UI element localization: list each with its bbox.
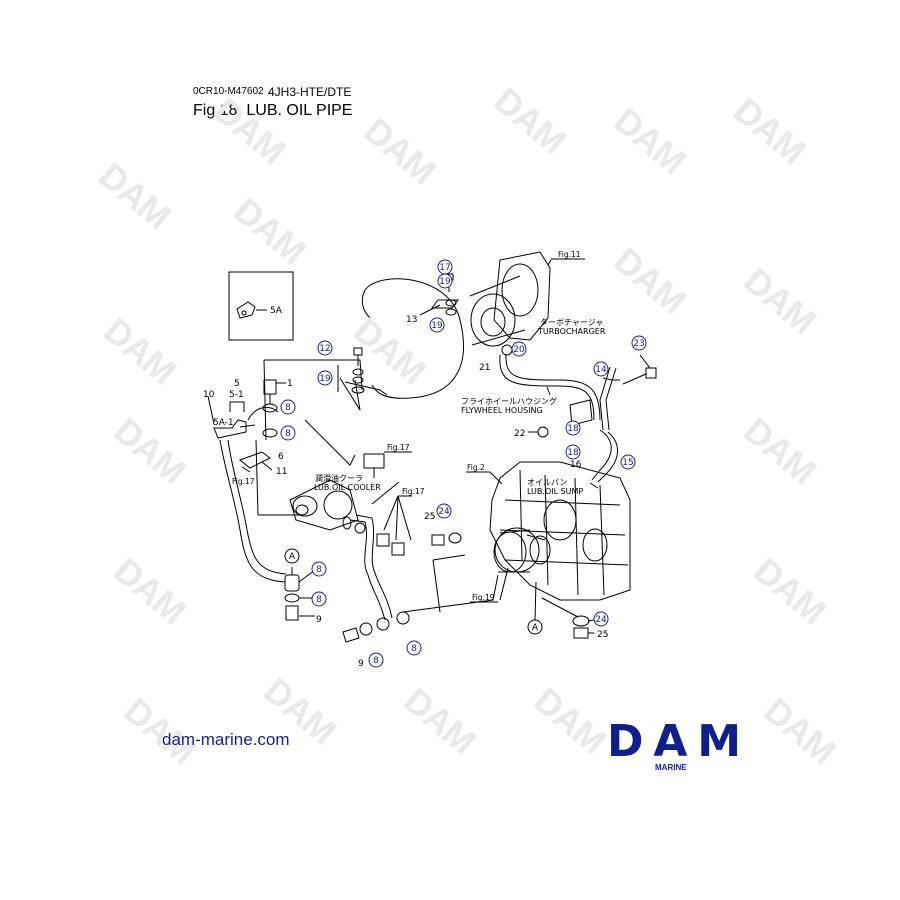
fig-ref-17c: Fig.17	[402, 487, 425, 496]
callout-8f: 8	[406, 640, 422, 656]
callout-19c: 19	[317, 370, 333, 386]
figure-title: Fig.18. LUB. OIL PIPE	[193, 102, 353, 119]
callout-8e: 8	[368, 652, 384, 668]
fig-ref-11: Fig.11	[558, 250, 581, 259]
svg-text:14: 14	[595, 365, 607, 375]
turbocharger-jp-label: ターボチャージャ	[540, 318, 603, 327]
svg-text:8: 8	[373, 656, 379, 666]
callout-18a: 18	[565, 420, 581, 436]
flywheel-housing-label: FLYWHEEL HOUSING	[461, 406, 543, 415]
part-5a-1: 5A-1	[213, 418, 234, 428]
callout-20: 20	[511, 341, 527, 357]
oil-filter	[493, 527, 546, 573]
svg-text:23: 23	[633, 339, 644, 349]
svg-text:8: 8	[285, 403, 291, 413]
fig-ref-19: Fig.19	[472, 593, 495, 602]
callout-24b: 24	[593, 611, 609, 627]
svg-text:19: 19	[431, 321, 443, 331]
callout-18b: 18	[565, 444, 581, 460]
callout-14: 14	[593, 361, 609, 377]
svg-text:8: 8	[285, 429, 291, 439]
svg-text:24: 24	[438, 507, 450, 517]
turbocharger-label: TURBOCHARGER	[537, 327, 606, 336]
part-5: 5	[234, 379, 240, 389]
svg-text:17: 17	[439, 263, 450, 273]
part-25b: 25	[597, 630, 608, 640]
bracket-5a	[236, 301, 256, 319]
pipe-left	[219, 439, 286, 583]
svg-text:15: 15	[622, 458, 633, 468]
callout-8d: 8	[311, 591, 327, 607]
oil-sump-label: LUB.OIL SUMP	[527, 487, 583, 496]
callout-8a: 8	[280, 399, 296, 415]
svg-text:24: 24	[595, 615, 607, 625]
svg-text:19: 19	[439, 277, 451, 287]
svg-text:12: 12	[319, 344, 330, 354]
svg-text:A: A	[289, 552, 296, 562]
inset-box-5a	[228, 271, 294, 341]
part-13: 13	[406, 315, 417, 325]
callout-a-left: A	[284, 548, 300, 564]
callout-24a: 24	[436, 503, 452, 519]
part-21: 21	[479, 363, 490, 373]
svg-text:19: 19	[319, 374, 331, 384]
svg-text:18: 18	[567, 424, 579, 434]
engine-block	[489, 461, 631, 601]
part-6: 6	[278, 452, 284, 462]
oil-sump-jp-label: オイルパン	[527, 478, 567, 487]
svg-text:8: 8	[316, 565, 322, 575]
oil-cooler-jp-label: 潤滑油クーラ	[315, 473, 363, 483]
svg-text:20: 20	[513, 345, 525, 355]
engine-model: 4JH3-HTE/DTE	[268, 85, 352, 99]
part-5a: 5A	[270, 306, 283, 316]
callout-17: 17	[437, 259, 453, 275]
logo-wordmark: DAM	[607, 720, 739, 767]
part-1: 1	[287, 379, 293, 389]
part-25: 25	[424, 512, 435, 522]
fig-ref-2: Fig.2	[467, 463, 485, 472]
fig-ref-17a: Fig.17	[387, 443, 410, 452]
callout-8b: 8	[280, 425, 296, 441]
callout-19a: 19	[437, 273, 453, 289]
svg-text:18: 18	[567, 448, 579, 458]
svg-text:8: 8	[316, 595, 322, 605]
part-16: 16	[570, 460, 582, 470]
part-5-1: 5-1	[229, 390, 244, 400]
part-10: 10	[203, 390, 215, 400]
part-9b: 9	[358, 659, 364, 669]
hose-loop	[364, 278, 464, 399]
svg-text:8: 8	[411, 644, 417, 654]
logo-subtitle: MARINE	[655, 763, 687, 772]
callout-12: 12	[317, 340, 333, 356]
website-url[interactable]: dam-marine.com	[162, 730, 290, 749]
flywheel-housing-jp-label: フライホイールハウジング	[461, 396, 557, 406]
turbocharger	[469, 251, 551, 356]
document-code: 0CR10-M47602	[193, 86, 264, 97]
drain-pipe	[505, 354, 601, 421]
part-22: 22	[514, 429, 525, 439]
svg-text:A: A	[532, 623, 539, 633]
oil-cooler-label: LUB.OIL COOLER	[314, 483, 381, 492]
callout-19b: 19	[429, 317, 445, 333]
callout-8c: 8	[311, 561, 327, 577]
oil-cooler	[289, 479, 359, 531]
part-9: 9	[316, 615, 322, 625]
callout-15: 15	[620, 454, 636, 470]
callout-a-right: A	[527, 619, 543, 635]
fig-ref-17b: Fig.17	[232, 477, 255, 486]
dam-marine-logo: DAM	[607, 720, 741, 767]
part-11: 11	[276, 467, 287, 477]
callout-23: 23	[631, 335, 647, 351]
